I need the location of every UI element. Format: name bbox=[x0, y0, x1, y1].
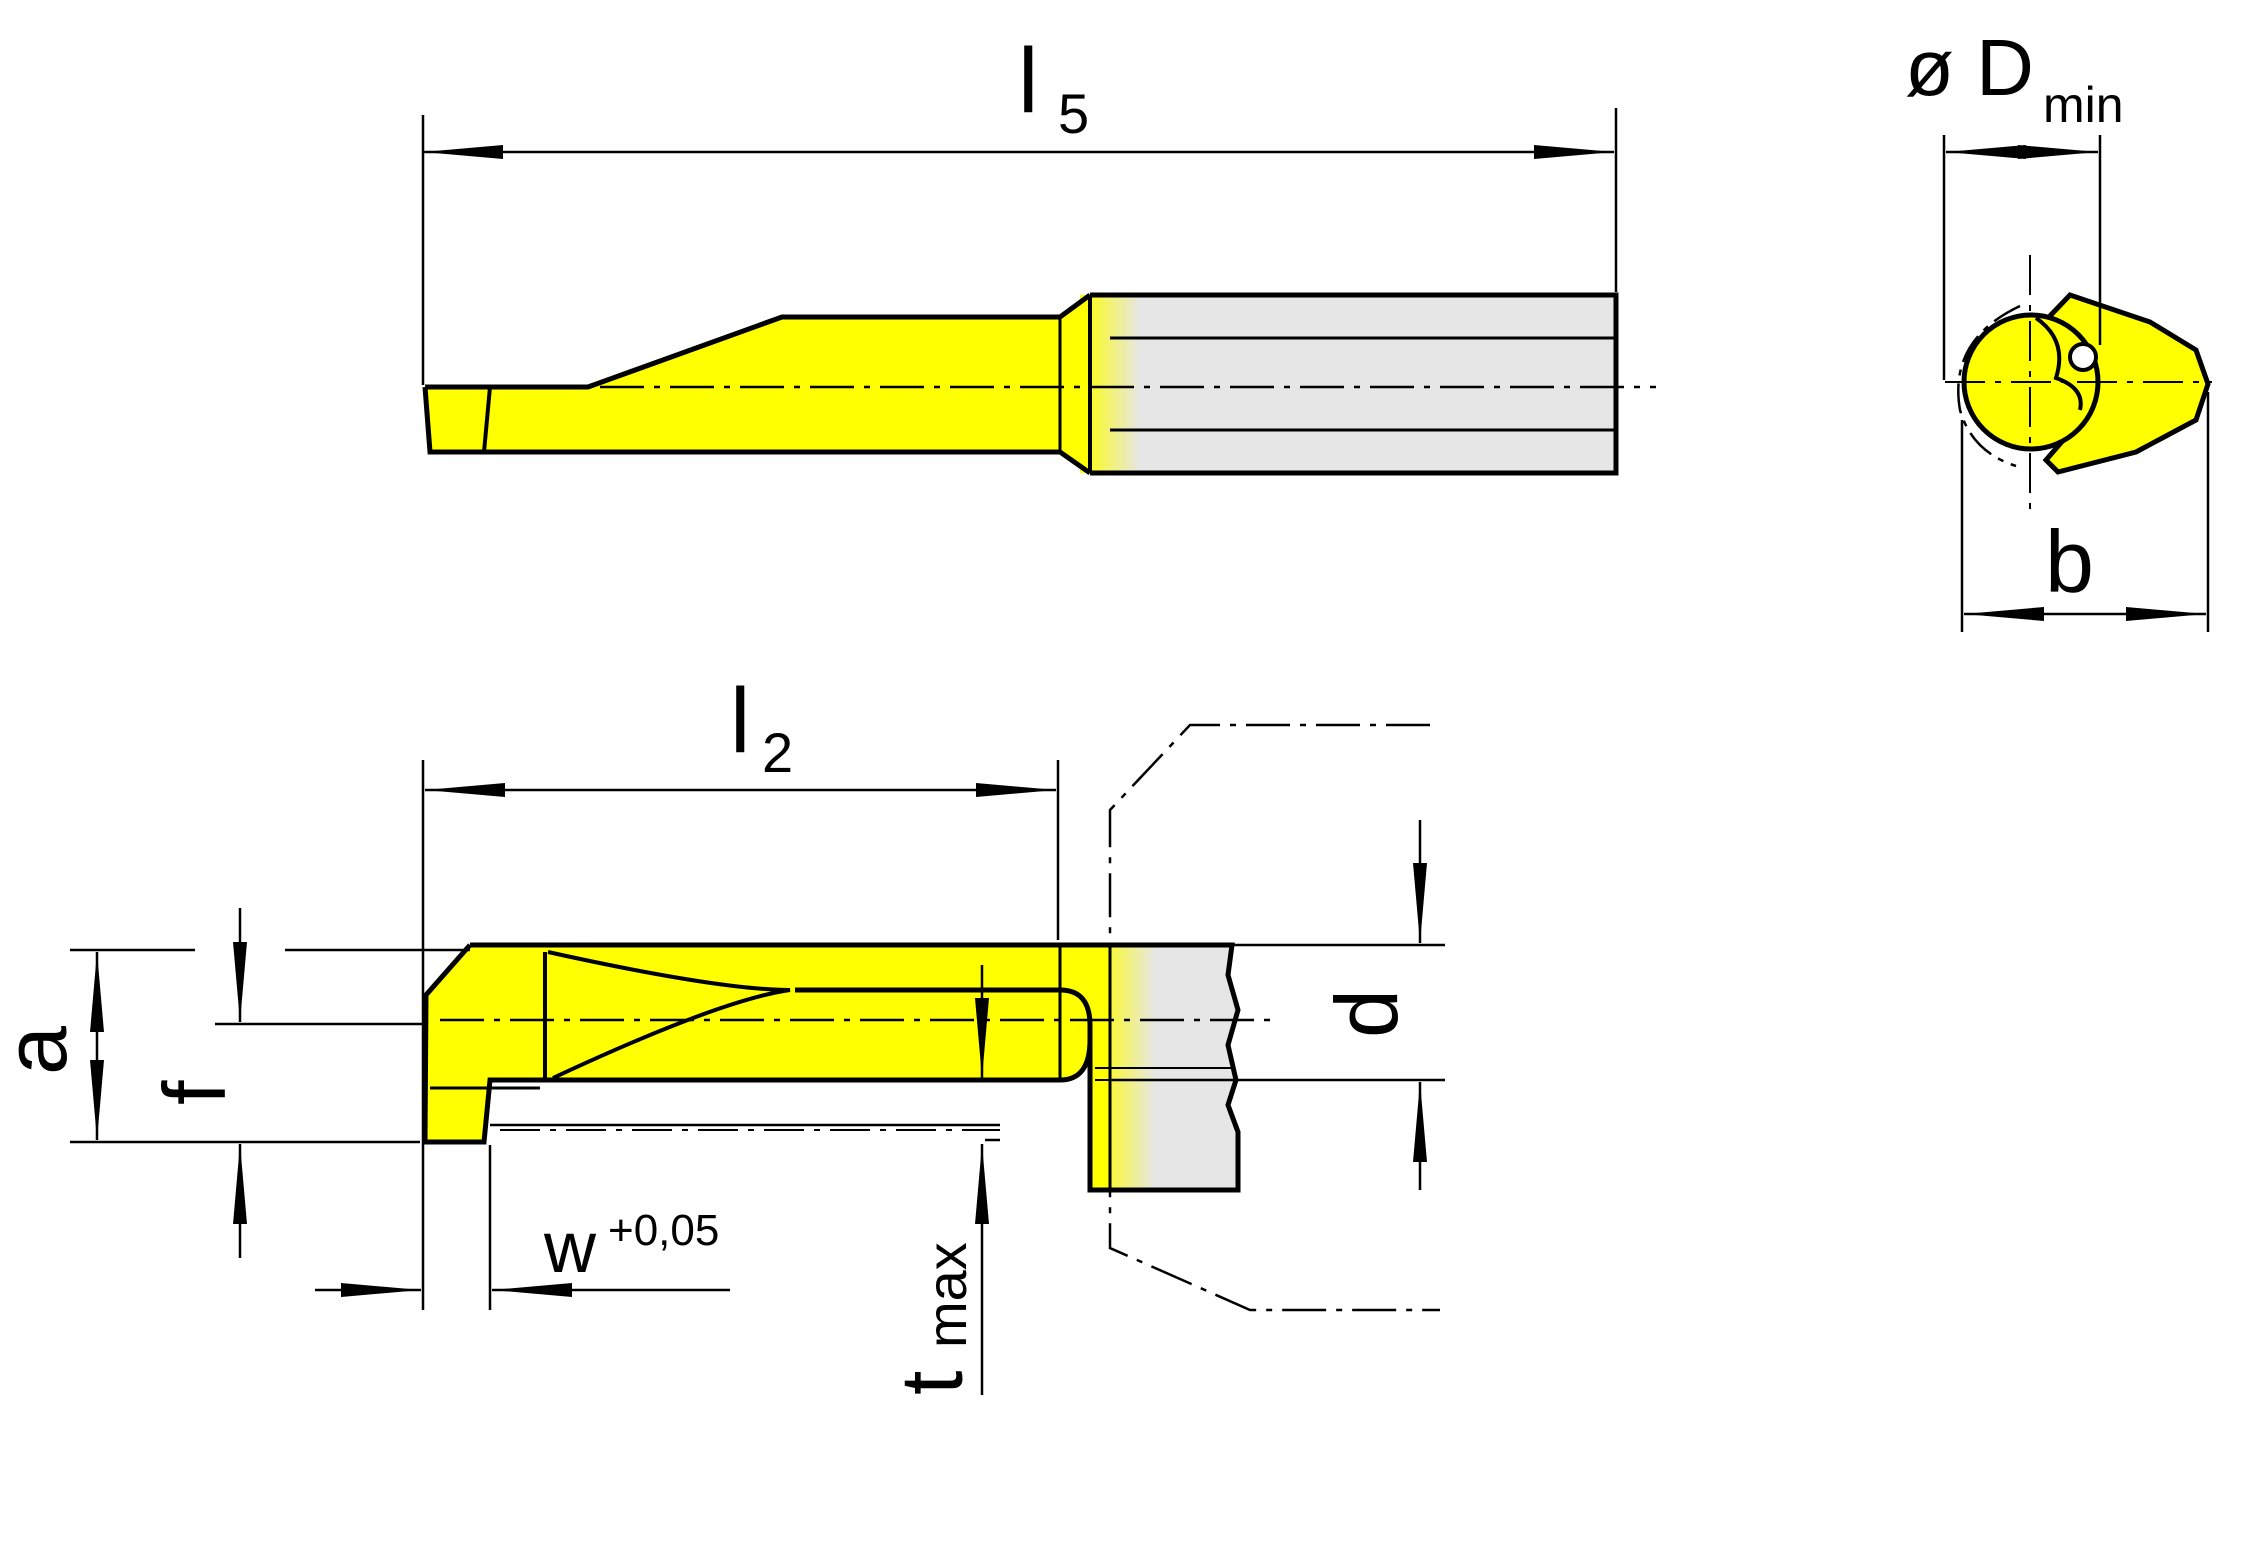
label-dmin-sub: min bbox=[2043, 77, 2124, 133]
label-l5: l bbox=[1018, 30, 1038, 132]
label-d: d bbox=[1317, 989, 1416, 1038]
label-tmax: t bbox=[882, 1371, 981, 1395]
label-w-tol: +0,05 bbox=[608, 1206, 719, 1255]
label-w: w bbox=[543, 1208, 597, 1288]
end-view: ø D min b bbox=[1905, 23, 2212, 632]
label-dmin: ø D bbox=[1905, 23, 2034, 112]
bottom-detail-view: l 2 a f d t max w +0,05 bbox=[0, 670, 1445, 1395]
label-l2: l bbox=[730, 670, 750, 772]
label-l5-sub: 5 bbox=[1058, 82, 1089, 145]
top-carbide-body bbox=[425, 295, 1090, 473]
top-shank bbox=[1110, 295, 1616, 473]
top-side-view: l 5 bbox=[421, 30, 1656, 476]
label-l2-sub: 2 bbox=[762, 721, 793, 784]
bottom-carbide-body bbox=[425, 945, 1110, 1190]
label-a: a bbox=[0, 1026, 85, 1075]
label-tmax-sub: max bbox=[915, 1242, 978, 1348]
label-f: f bbox=[145, 1080, 244, 1105]
label-b: b bbox=[2045, 512, 2094, 611]
